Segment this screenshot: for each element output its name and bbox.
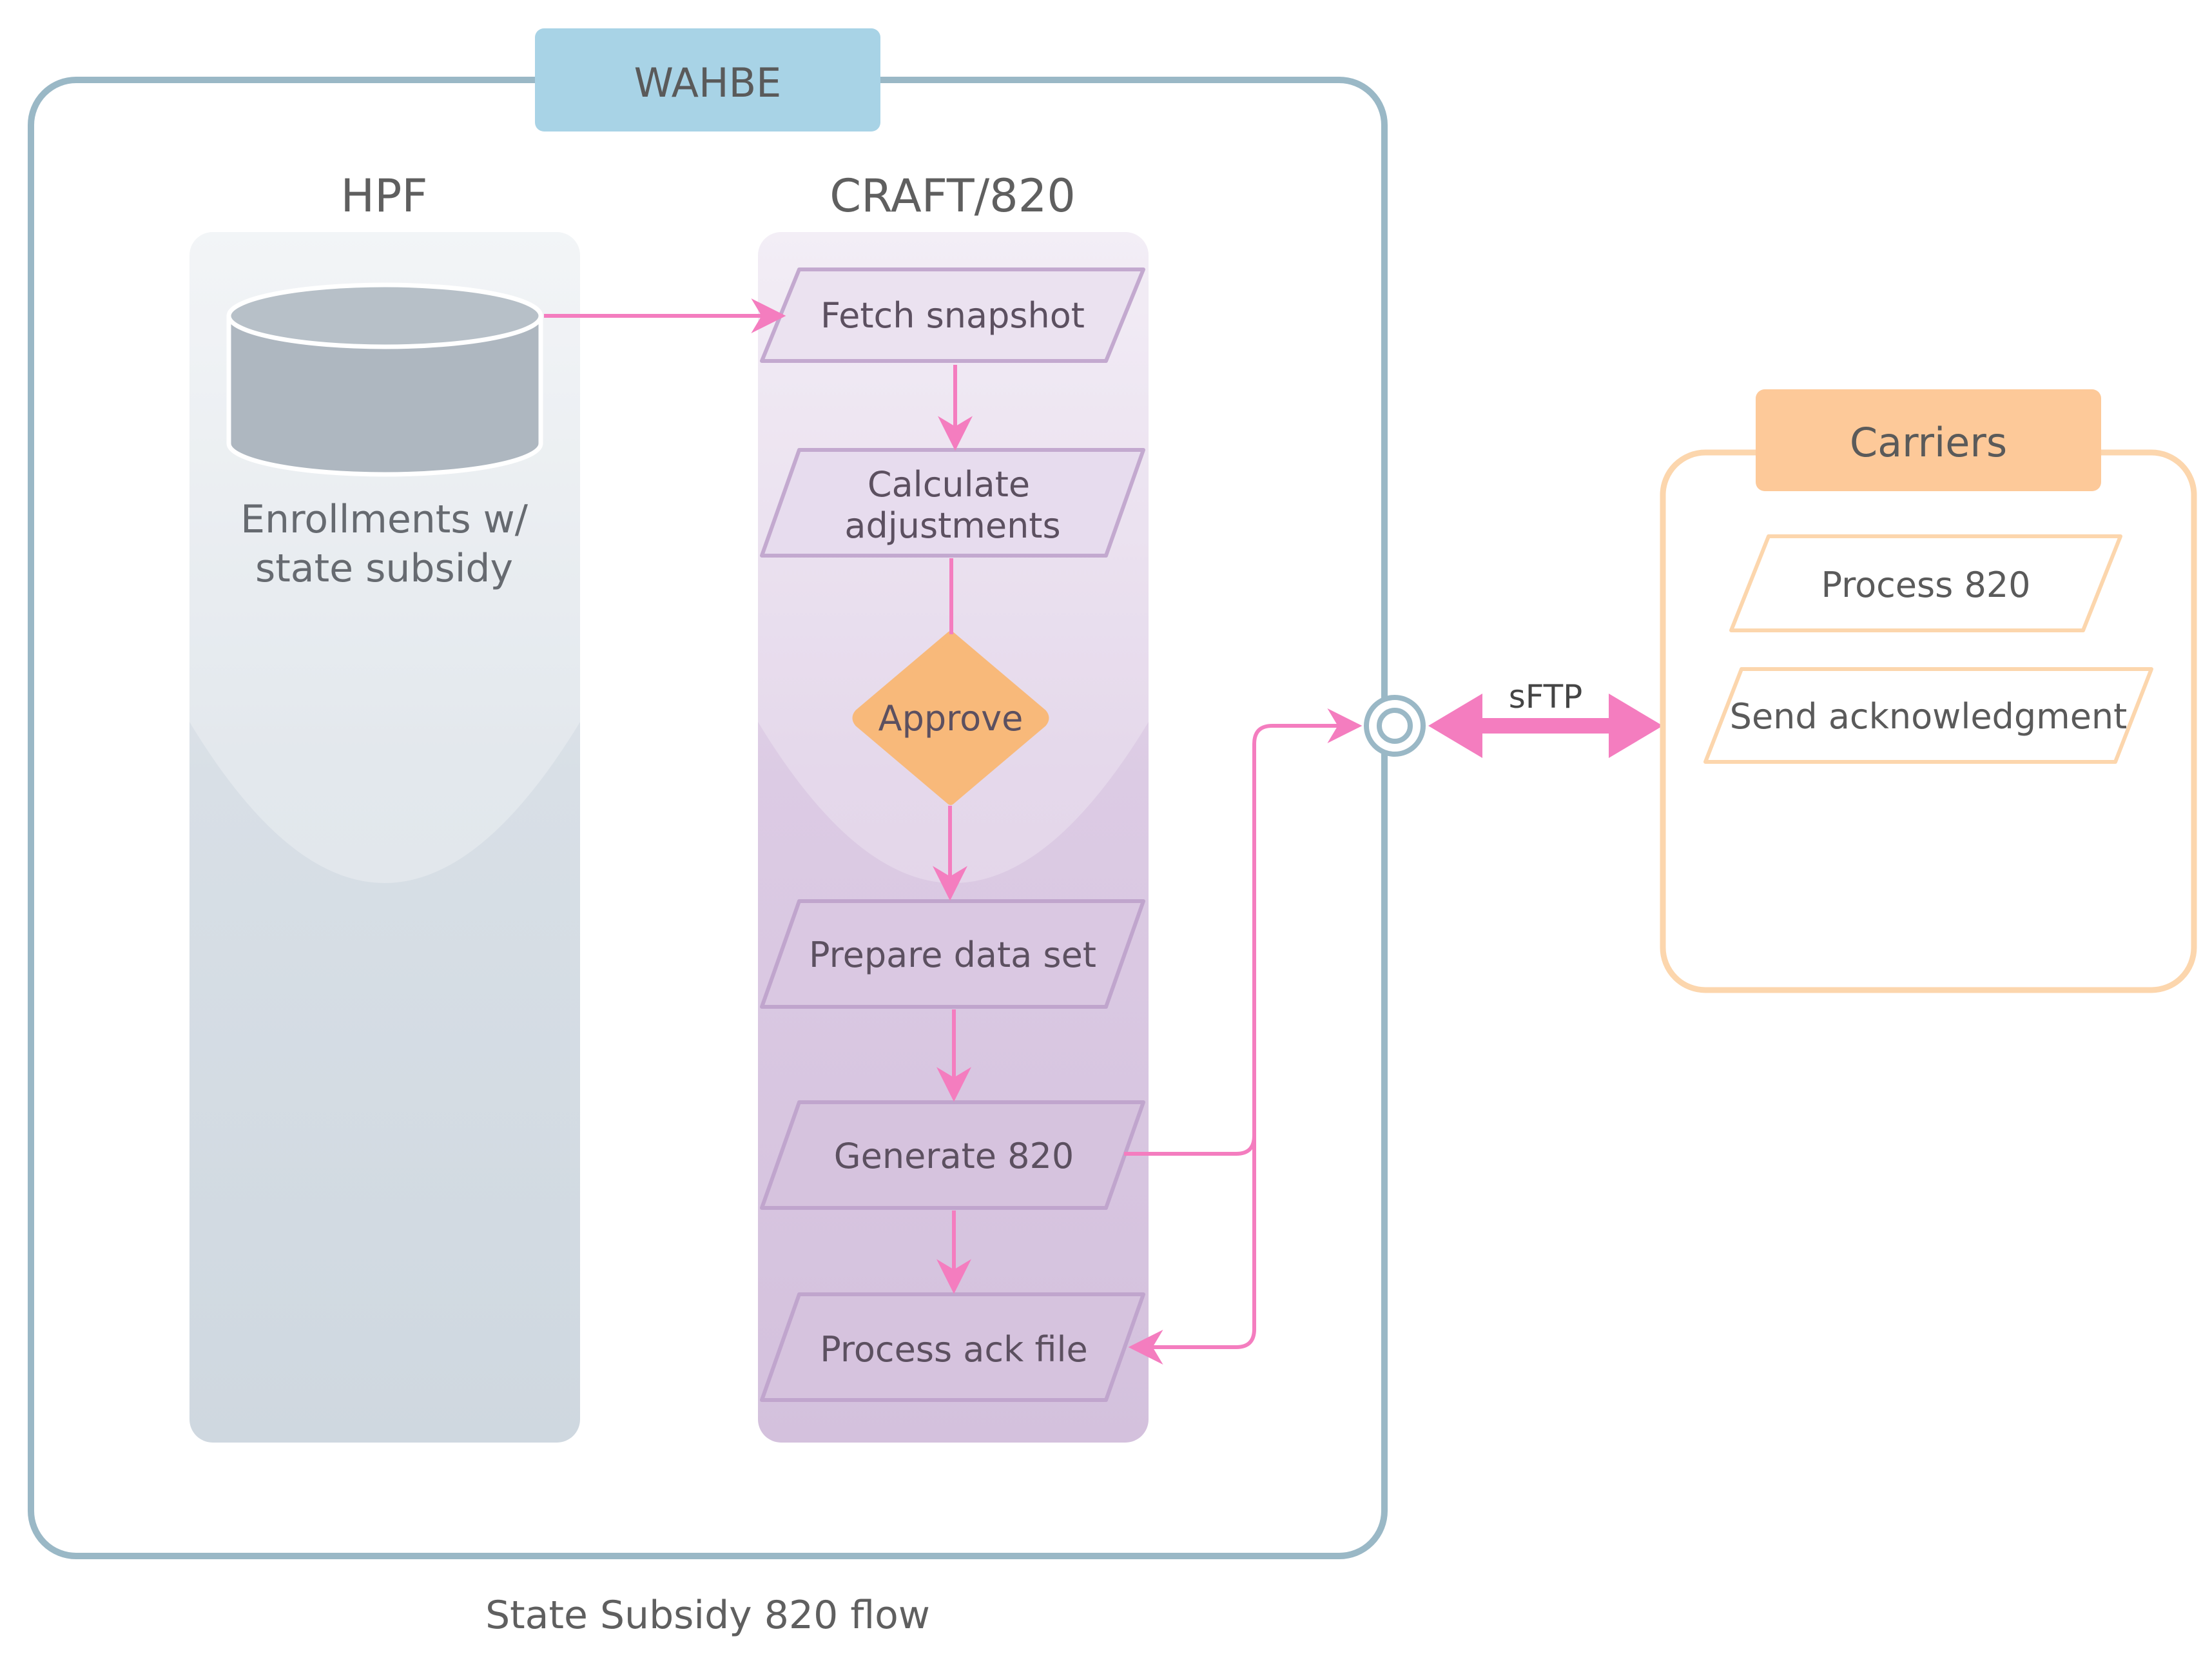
hpf-lane-title: HPF [340, 170, 427, 222]
calculate-adjustments-label-line1: Calculate [868, 464, 1030, 505]
carrier-process-820-label: Process 820 [1821, 565, 2030, 605]
hpf-lane [189, 232, 580, 1443]
calculate-adjustments-step [760, 448, 1145, 558]
sftp-gateway-port [1364, 695, 1426, 757]
carriers-label: Carriers [1850, 419, 2007, 466]
sftp-label: sFTP [1509, 678, 1583, 715]
sftp-double-arrow [1428, 694, 1663, 758]
enrollments-database-icon [226, 282, 543, 477]
carrier-send-ack-step [1703, 667, 2153, 764]
arrow-gateway-to-process-ack [1128, 748, 1256, 1365]
carriers-label-box [1756, 389, 2101, 491]
wahbe-label: WAHBE [634, 59, 782, 106]
process-ack-file-step [760, 1292, 1145, 1402]
craft-lane-title: CRAFT/820 [830, 170, 1076, 222]
fetch-snapshot-label: Fetch snapshot [820, 295, 1085, 336]
process-ack-file-label: Process ack file [820, 1329, 1087, 1370]
approve-label: Approve [878, 698, 1024, 739]
approve-decision [852, 631, 1049, 805]
calculate-adjustments-label-line2: adjustments [844, 505, 1060, 546]
enrollments-label-line2: state subsidy [255, 546, 513, 591]
diagram-caption: State Subsidy 820 flow [485, 1593, 930, 1638]
carrier-process-820-step [1729, 534, 2122, 632]
carrier-send-ack-label: Send acknowledgment [1730, 696, 2128, 737]
prepare-data-set-label: Prepare data set [809, 935, 1096, 975]
enrollments-label-line1: Enrollments w/ [240, 497, 529, 542]
wahbe-label-box [535, 28, 880, 131]
generate-820-step [760, 1100, 1145, 1210]
generate-820-label: Generate 820 [834, 1136, 1074, 1176]
prepare-data-set-step [760, 899, 1145, 1009]
